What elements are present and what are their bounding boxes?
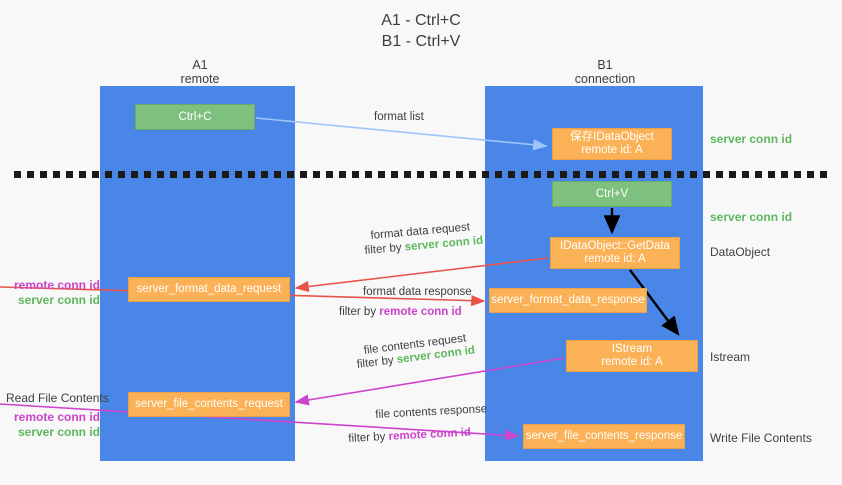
column-b1-sub: connection [574,72,636,86]
node-sfdreq-label: server_format_data_request [136,283,282,295]
node-server-file-contents-request[interactable]: server_file_contents_request [128,392,290,417]
node-server-file-contents-response[interactable]: server_file_contents_response [523,424,685,449]
edge-filter-format-data-response: filter by remote conn id [339,305,462,320]
filter-prefix-2: filter by [339,306,377,318]
node-getdata-line1: IDataObject::GetData [560,240,670,252]
filter-prefix-1: filter by [364,241,403,257]
filter-prefix-4: filter by [348,431,386,445]
node-idataobject-getdata[interactable]: IDataObject::GetData remote id: A [550,237,680,269]
column-a1-sub: remote [180,72,220,86]
node-idataobject-line2: remote id: A [581,144,643,156]
side-remote-conn-id-2: remote conn id [13,410,100,424]
node-idataobject[interactable]: 保存IDataObject remote id: A [552,128,672,160]
node-getdata-line2: remote id: A [584,253,646,265]
side-label-read-file-contents: Read File Contents [6,391,109,405]
node-sfcreq-label: server_file_contents_request [135,398,283,410]
side-remote-conn-id-1: remote conn id [13,278,100,292]
filter-prefix-3: filter by [356,354,395,371]
filter-remote-conn-id-1: remote conn id [379,306,462,318]
column-a1-name: A1 [192,58,208,72]
node-server-format-data-request[interactable]: server_format_data_request [128,277,290,302]
side-server-conn-id-1: server conn id [17,293,100,307]
node-istream-line1: IStream [611,343,653,355]
side-server-conn-id-2: server conn id [17,425,100,439]
dashed-divider [14,171,829,178]
column-header-b1: B1 connection [520,58,690,86]
column-header-a1: A1 remote [120,58,280,86]
node-ctrl-v[interactable]: Ctrl+V [552,181,672,207]
node-ctrl-c-label: Ctrl+C [178,110,212,123]
side-label-conn-ids-2: remote conn id server conn id [8,410,100,440]
page-title: A1 - Ctrl+C B1 - Ctrl+V [0,10,842,52]
title-line-2: B1 - Ctrl+V [381,33,461,50]
edge-label-file-contents-response: file contents response [375,403,488,421]
node-ctrl-c[interactable]: Ctrl+C [135,104,255,130]
edge-label-format-list: format list [374,111,424,123]
node-idataobject-line1: 保存IDataObject [570,131,654,143]
filter-remote-conn-id-2: remote conn id [388,426,472,443]
column-b1-name: B1 [597,58,613,72]
node-istream[interactable]: IStream remote id: A [566,340,698,372]
node-istream-line2: remote id: A [601,356,663,368]
node-sfdres-label: server_format_data_response [491,294,645,306]
node-server-format-data-response[interactable]: server_format_data_response [489,288,647,313]
side-label-istream: Istream [710,350,751,364]
node-ctrl-v-label: Ctrl+V [595,187,629,200]
edge-label-format-data-response: format data response [363,286,472,298]
edge-filter-file-contents-response: filter by remote conn id [348,426,471,447]
node-sfcres-label: server_file_contents_response [525,430,683,442]
side-label-conn-ids-1: remote conn id server conn id [10,278,100,308]
title-line-1: A1 - Ctrl+C [381,12,461,29]
side-label-server-conn-id-1: server conn id [710,132,793,146]
side-label-server-conn-id-2: server conn id [710,210,793,224]
side-label-write-file-contents: Write File Contents [710,431,812,445]
side-label-dataobject: DataObject [710,245,771,259]
